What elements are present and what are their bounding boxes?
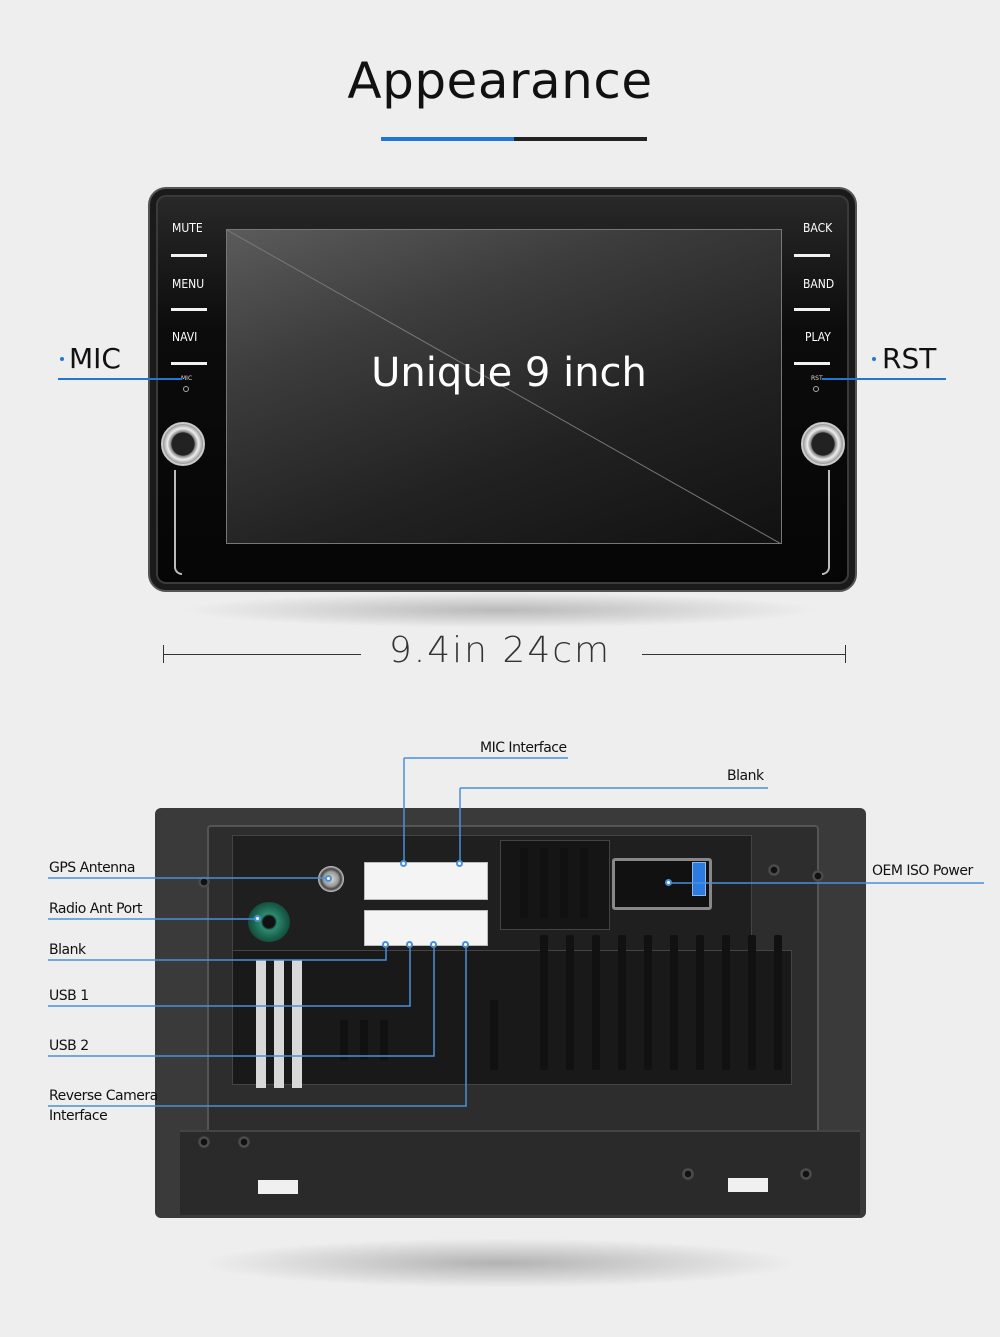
blank-left-leader bbox=[48, 945, 387, 961]
vent-block bbox=[500, 840, 610, 930]
title-underline-blue bbox=[381, 137, 514, 141]
heatsink-fin bbox=[540, 848, 548, 918]
reverse-camera-dot bbox=[462, 941, 469, 948]
heatsink-fin bbox=[520, 848, 528, 918]
heatsink-fin bbox=[618, 935, 626, 1070]
blank-top-label: Blank bbox=[727, 768, 764, 784]
label-sticker bbox=[292, 960, 302, 1088]
play-button[interactable]: PLAY bbox=[805, 330, 831, 344]
menu-button[interactable]: MENU bbox=[172, 277, 205, 291]
dimension-line-left bbox=[163, 654, 361, 655]
clip-tab bbox=[258, 1180, 298, 1194]
mic-small-label: MIC bbox=[181, 375, 193, 382]
heatsink-fin bbox=[592, 935, 600, 1070]
mic-interface-connector[interactable] bbox=[364, 862, 488, 900]
bezel-trim-left bbox=[174, 470, 182, 575]
heatsink-fin bbox=[774, 935, 782, 1070]
back-button[interactable]: BACK bbox=[803, 221, 833, 235]
front-shadow bbox=[180, 592, 820, 628]
button-divider bbox=[171, 308, 207, 311]
radio-ant-port-label: Radio Ant Port bbox=[49, 901, 142, 917]
mic-callout-dot bbox=[60, 357, 64, 361]
button-divider bbox=[171, 254, 207, 257]
blank-top-dot bbox=[456, 860, 463, 867]
rst-callout-label: RST bbox=[882, 342, 937, 375]
rear-bottom-frame bbox=[180, 1130, 860, 1215]
usb1-dot bbox=[406, 941, 413, 948]
heatsink-fin bbox=[722, 935, 730, 1070]
usb1-leader bbox=[48, 945, 411, 1007]
fuse bbox=[692, 862, 706, 896]
blank-left-label: Blank bbox=[49, 942, 86, 958]
mounting-screw bbox=[812, 870, 824, 882]
heatsink-fin bbox=[490, 1000, 498, 1070]
mounting-screw bbox=[238, 1136, 250, 1148]
button-divider bbox=[794, 362, 830, 365]
tune-knob[interactable] bbox=[801, 422, 845, 466]
heatsink-fin bbox=[360, 1020, 368, 1060]
band-button[interactable]: BAND bbox=[803, 277, 835, 291]
title-underline-dark bbox=[514, 137, 647, 141]
label-sticker bbox=[274, 960, 284, 1088]
rst-small-label: RST bbox=[811, 375, 823, 382]
mic-interface-label: MIC Interface bbox=[480, 740, 567, 756]
heatsink-fin bbox=[380, 1020, 388, 1060]
gps-antenna-label: GPS Antenna bbox=[49, 860, 136, 876]
usb-camera-connector-block[interactable] bbox=[364, 910, 488, 946]
mic-callout-label: MIC bbox=[69, 342, 121, 375]
radio-antenna-connector[interactable] bbox=[248, 902, 290, 942]
gps-antenna-dot bbox=[325, 875, 332, 882]
blank-left-dot bbox=[382, 941, 389, 948]
mounting-screw bbox=[198, 1136, 210, 1148]
rst-callout-line bbox=[822, 378, 946, 380]
rst-hole[interactable] bbox=[813, 386, 819, 392]
head-unit-screen bbox=[226, 229, 782, 544]
mute-button[interactable]: MUTE bbox=[172, 221, 203, 235]
rst-callout-dot bbox=[872, 357, 876, 361]
usb1-label: USB 1 bbox=[49, 988, 89, 1004]
heatsink-fin bbox=[696, 935, 704, 1070]
heatsink-fin bbox=[566, 935, 574, 1070]
usb2-label: USB 2 bbox=[49, 1038, 89, 1054]
volume-knob[interactable] bbox=[161, 422, 205, 466]
mounting-screw bbox=[800, 1168, 812, 1180]
mounting-screw bbox=[768, 864, 780, 876]
dimension-line-right bbox=[642, 654, 846, 655]
button-divider bbox=[794, 254, 830, 257]
screen-reflection bbox=[227, 230, 781, 543]
heatsink-fin bbox=[560, 848, 568, 918]
usb2-dot bbox=[430, 941, 437, 948]
heatsink-fin bbox=[540, 935, 548, 1070]
mic-callout-line bbox=[58, 378, 182, 380]
oem-iso-power-label: OEM ISO Power bbox=[872, 863, 973, 879]
label-sticker bbox=[256, 960, 266, 1088]
rear-shadow bbox=[200, 1238, 800, 1288]
oem-iso-dot bbox=[665, 879, 672, 886]
mounting-screw bbox=[682, 1168, 694, 1180]
dimension-label: 9.4in 24cm bbox=[388, 630, 612, 671]
button-divider bbox=[171, 362, 207, 365]
reverse-camera-leader bbox=[48, 945, 467, 1107]
reverse-camera-label-line2: Interface bbox=[49, 1108, 108, 1124]
mic-interface-dot bbox=[400, 860, 407, 867]
dimension-tick-right bbox=[845, 645, 846, 663]
heatsink-fin bbox=[670, 935, 678, 1070]
mounting-screw bbox=[198, 876, 210, 888]
heatsink-fin bbox=[748, 935, 756, 1070]
radio-ant-dot bbox=[254, 915, 261, 922]
reverse-camera-label-line1: Reverse Camera bbox=[49, 1088, 158, 1104]
navi-button[interactable]: NAVI bbox=[172, 330, 198, 344]
heatsink-fin bbox=[340, 1020, 348, 1060]
page-title: Appearance bbox=[347, 52, 653, 110]
button-divider bbox=[794, 308, 830, 311]
heatsink-fin bbox=[580, 848, 588, 918]
usb2-leader bbox=[48, 945, 435, 1057]
mic-hole bbox=[183, 386, 189, 392]
clip-tab bbox=[728, 1178, 768, 1192]
heatsink-fin bbox=[644, 935, 652, 1070]
